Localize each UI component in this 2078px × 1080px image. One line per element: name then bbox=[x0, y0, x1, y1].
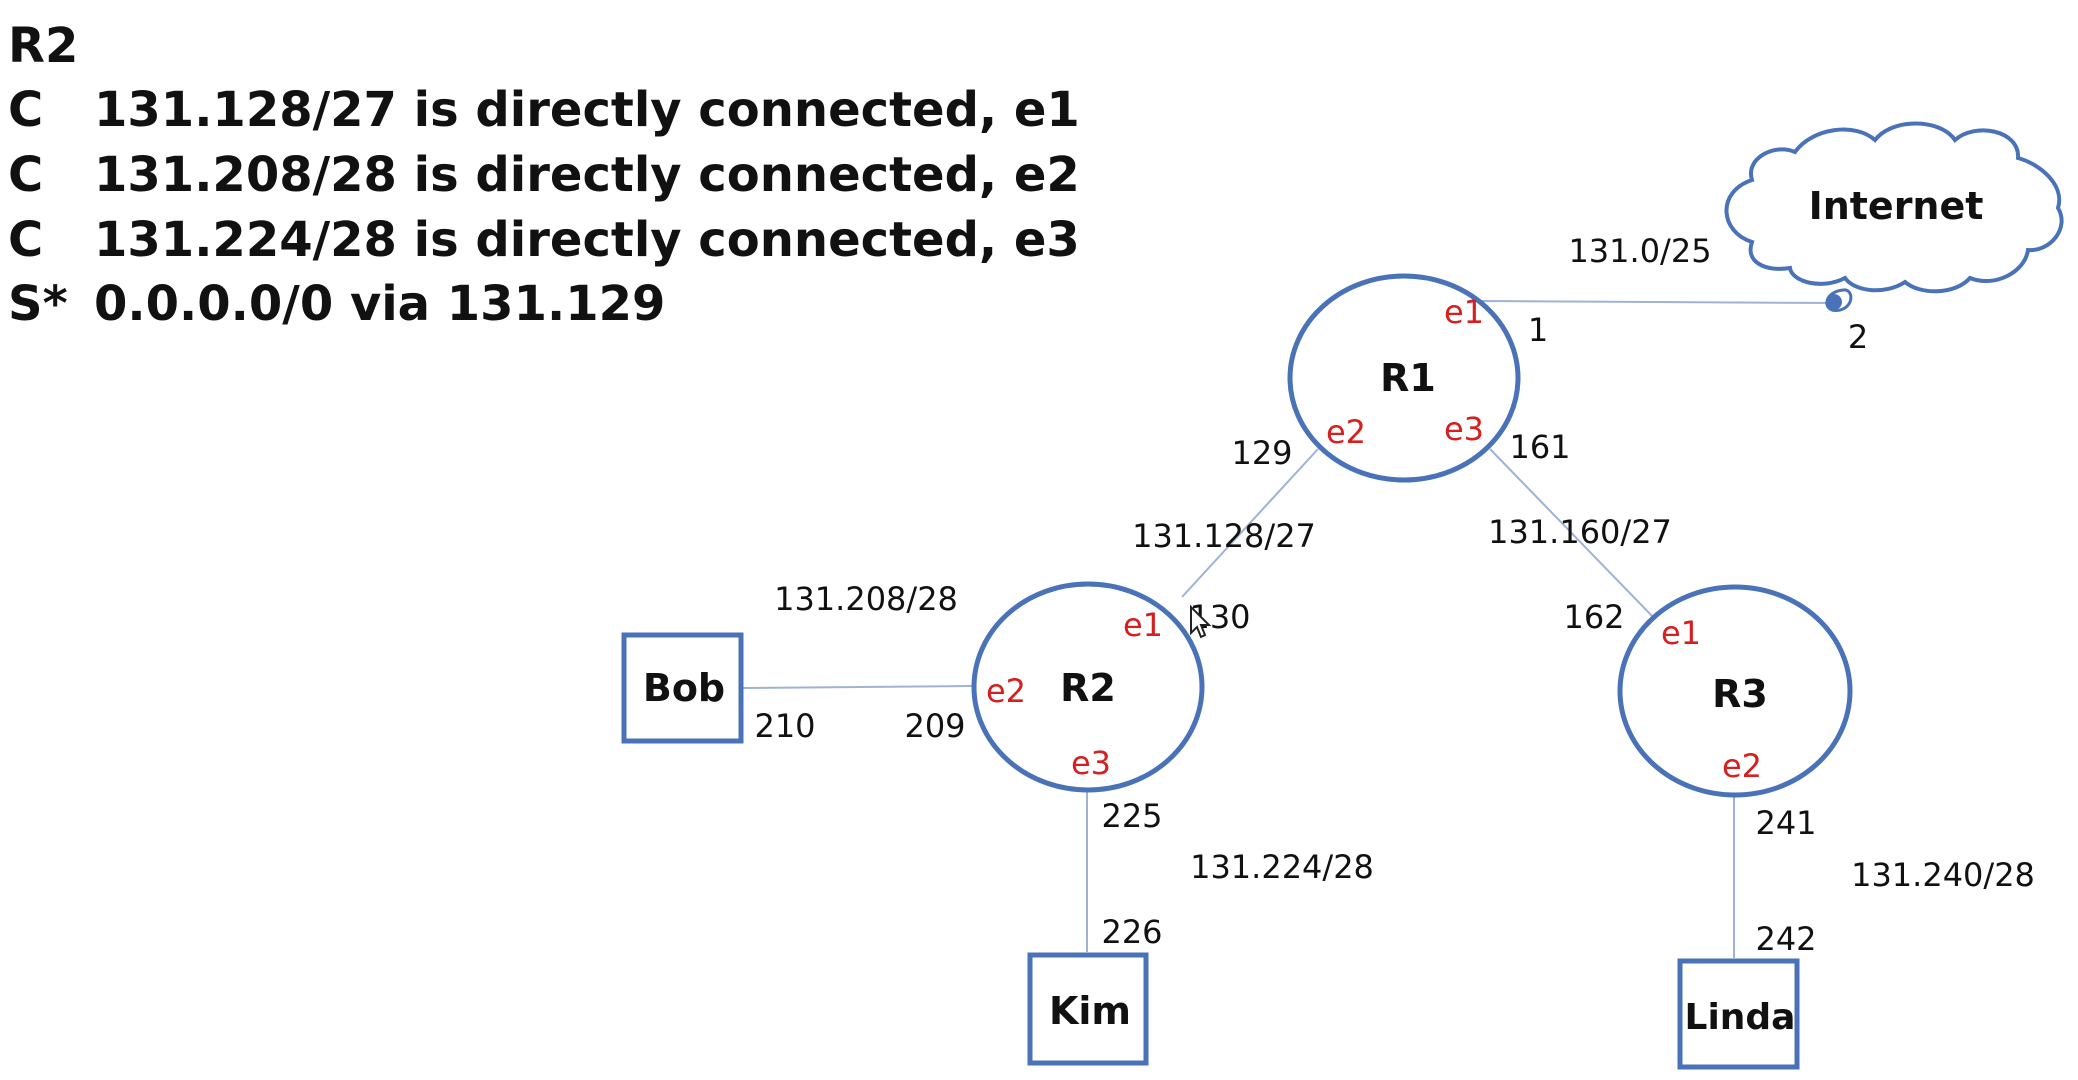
host-kim: Kim bbox=[1027, 952, 1149, 1066]
network-label: 131.208/28 bbox=[774, 580, 958, 618]
address-label: 226 bbox=[1101, 913, 1162, 951]
address-label: 242 bbox=[1755, 920, 1816, 958]
route-code: C bbox=[8, 82, 43, 138]
router-r2-shape bbox=[971, 581, 1205, 793]
address-label: 129 bbox=[1231, 434, 1292, 472]
links bbox=[741, 300, 1833, 958]
r1-e1-label: e1 bbox=[1444, 293, 1484, 331]
network-label: 131.240/28 bbox=[1851, 856, 2035, 894]
router-r1-shape bbox=[1287, 273, 1521, 483]
r2-e1-label: e1 bbox=[1123, 606, 1163, 644]
link-r1-internet bbox=[1481, 300, 1833, 304]
route-text: 131.224/28 is directly connected, e3 bbox=[94, 212, 1080, 268]
address-label: 241 bbox=[1755, 804, 1816, 842]
mouse-cursor-icon bbox=[1190, 604, 1212, 639]
router-r2: R2 e1 e2 e3 bbox=[971, 581, 1205, 793]
address-label: 209 bbox=[904, 707, 965, 745]
network-label: 131.224/28 bbox=[1190, 848, 1374, 886]
internet-cloud: Internet bbox=[1724, 121, 2064, 312]
router-r3: R3 e1 e2 bbox=[1617, 584, 1853, 798]
route-text: 0.0.0.0/0 via 131.129 bbox=[94, 276, 665, 332]
network-label: 131.0/25 bbox=[1568, 232, 1711, 270]
host-kim-box bbox=[1027, 952, 1149, 1066]
route-code: S* bbox=[8, 276, 68, 332]
r1-e2-label: e2 bbox=[1326, 413, 1366, 451]
r2-e2-label: e2 bbox=[986, 672, 1026, 710]
address-label: 210 bbox=[754, 707, 815, 745]
route-text: 131.208/28 is directly connected, e2 bbox=[94, 147, 1080, 203]
network-label: 131.160/27 bbox=[1488, 513, 1672, 551]
host-bob: Bob bbox=[621, 632, 744, 744]
route-code: C bbox=[8, 147, 43, 203]
host-bob-label: Bob bbox=[643, 666, 725, 710]
network-label: 131.128/27 bbox=[1132, 517, 1316, 555]
link-r1-r3 bbox=[1489, 448, 1655, 619]
network-labels: 131.0/25 131.128/27 131.160/27 131.208/2… bbox=[774, 232, 2035, 894]
r3-e1-label: e1 bbox=[1661, 614, 1701, 652]
host-kim-label: Kim bbox=[1049, 989, 1131, 1033]
address-label: 225 bbox=[1101, 797, 1162, 835]
router-r3-shape bbox=[1617, 584, 1853, 798]
router-r3-label: R3 bbox=[1712, 672, 1768, 716]
routing-table-title: R2 bbox=[8, 18, 78, 74]
host-linda-label: Linda bbox=[1685, 997, 1796, 1038]
address-label: 2 bbox=[1848, 318, 1868, 356]
router-r1-label: R1 bbox=[1380, 356, 1436, 400]
cloud-icon bbox=[1724, 121, 2064, 294]
host-linda: Linda bbox=[1677, 958, 1800, 1070]
host-bob-box bbox=[621, 632, 744, 744]
address-label: 1 bbox=[1528, 311, 1548, 349]
address-labels: 1 2 129 161 130 162 209 210 225 226 241 … bbox=[754, 311, 1868, 958]
address-label: 161 bbox=[1509, 428, 1570, 466]
connection-point-icon bbox=[1826, 294, 1842, 310]
route-text: 131.128/27 is directly connected, e1 bbox=[94, 82, 1080, 138]
host-linda-box bbox=[1677, 958, 1800, 1070]
link-r1-r2 bbox=[1181, 448, 1319, 598]
r1-e3-label: e3 bbox=[1444, 410, 1484, 448]
router-r1: R1 e1 e2 e3 bbox=[1287, 273, 1521, 483]
router-r2-label: R2 bbox=[1060, 666, 1116, 710]
routing-table: R2 C 131.128/27 is directly connected, e… bbox=[8, 18, 1080, 332]
route-code: C bbox=[8, 212, 43, 268]
link-r2-bob bbox=[741, 685, 975, 689]
address-label: 162 bbox=[1563, 598, 1624, 636]
internet-label: Internet bbox=[1809, 184, 1984, 228]
r3-e2-label: e2 bbox=[1722, 747, 1762, 785]
r2-e3-label: e3 bbox=[1071, 744, 1111, 782]
